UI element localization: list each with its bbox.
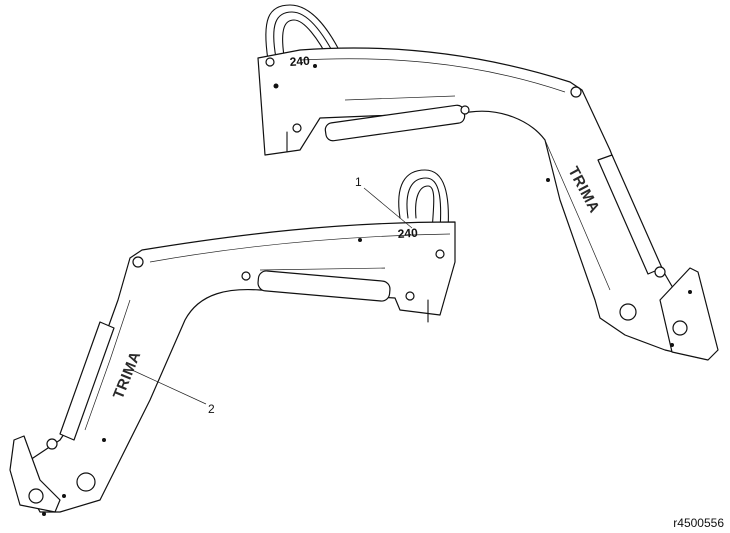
reference-code: r4500556 — [673, 516, 724, 530]
model-decal-back: 240 — [289, 54, 310, 69]
model-decal-front: 240 — [397, 226, 418, 241]
callout-2-number: 2 — [208, 402, 215, 416]
loader-arm-front: 240 TRIMA — [9, 169, 456, 516]
callout-1: 1 — [355, 175, 413, 229]
callout-2: 2 — [131, 369, 215, 416]
callout-1-number: 1 — [355, 175, 362, 189]
loader-arm-back: 240 TRIMA — [257, 4, 719, 361]
